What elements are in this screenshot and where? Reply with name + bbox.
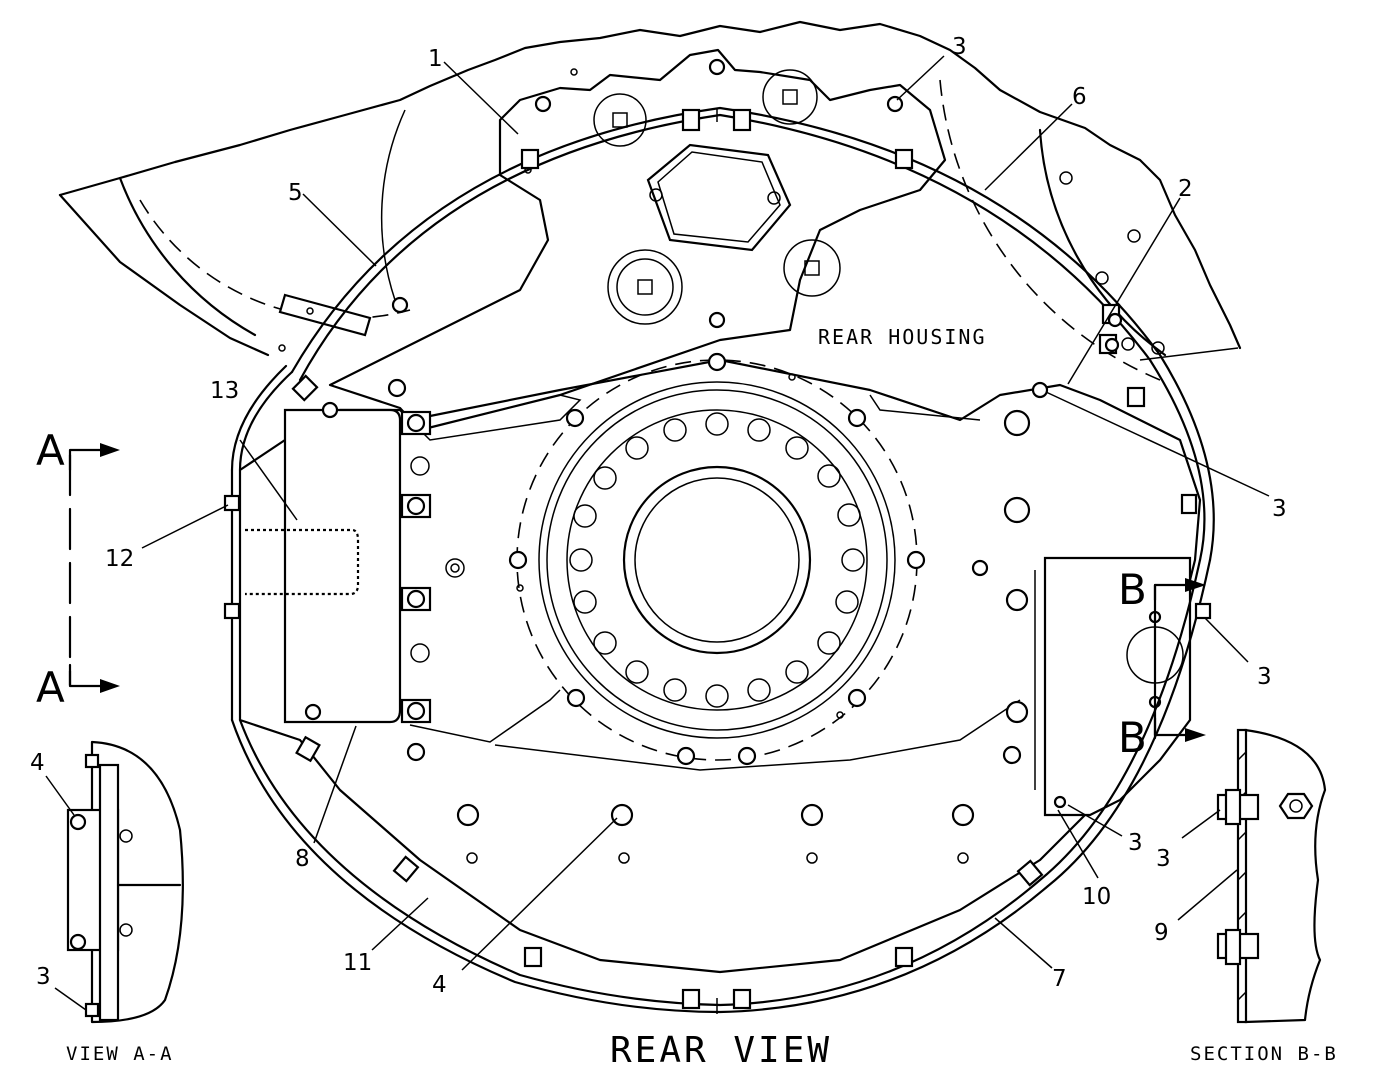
flywheel-housing-plate bbox=[238, 358, 1202, 974]
band-clips bbox=[223, 108, 1212, 1010]
mounting-bolts bbox=[387, 352, 1049, 864]
callout-labels: 1 3 6 2 5 13 3 12 3 8 3 10 11 4 7 3 9 4 … bbox=[30, 34, 1338, 1071]
bolt-ring bbox=[569, 412, 865, 708]
section-a-bottom-letter: A bbox=[36, 663, 65, 712]
callout-7: 7 bbox=[1052, 966, 1067, 992]
rear-housing-label: REAR HOUSING bbox=[818, 325, 987, 349]
callout-5: 5 bbox=[288, 180, 303, 206]
section-b-bottom-letter: B bbox=[1118, 713, 1147, 762]
callout-13: 13 bbox=[210, 378, 239, 404]
callout-2: 2 bbox=[1178, 176, 1193, 202]
leader-lines bbox=[45, 55, 1270, 1011]
callout-9: 9 bbox=[1154, 920, 1169, 946]
right-guard-arc bbox=[939, 79, 1167, 381]
left-cover-plate bbox=[245, 401, 432, 724]
section-b-top-letter: B bbox=[1118, 565, 1147, 614]
section-bb-inset bbox=[1216, 728, 1327, 1024]
left-guard-arc bbox=[118, 109, 411, 337]
section-a-marker bbox=[68, 443, 120, 693]
callout-3-section: 3 bbox=[1156, 846, 1171, 872]
callout-11: 11 bbox=[343, 950, 372, 976]
callout-3-top: 3 bbox=[952, 34, 967, 60]
view-aa-label: VIEW A-A bbox=[66, 1043, 174, 1065]
callout-4-view: 4 bbox=[30, 750, 45, 776]
section-b-marker bbox=[1153, 578, 1206, 742]
right-cover-plate bbox=[1034, 493, 1198, 817]
callout-3-view: 3 bbox=[36, 964, 51, 990]
section-bb-label: SECTION B-B bbox=[1190, 1043, 1338, 1065]
callout-3-right-mid: 3 bbox=[1257, 664, 1272, 690]
engine-block-outline bbox=[58, 20, 1242, 361]
callout-3-lower: 3 bbox=[1128, 830, 1143, 856]
callout-3-right-upper: 3 bbox=[1272, 496, 1287, 522]
rear-housing bbox=[328, 48, 947, 432]
callout-1: 1 bbox=[428, 46, 443, 72]
callout-4-bottom: 4 bbox=[432, 972, 447, 998]
callout-6: 6 bbox=[1072, 84, 1087, 110]
callout-12: 12 bbox=[105, 546, 134, 572]
callout-8: 8 bbox=[295, 846, 310, 872]
view-aa-inset bbox=[66, 740, 184, 1024]
callout-10: 10 bbox=[1082, 884, 1111, 910]
section-a-top-letter: A bbox=[36, 426, 65, 475]
rear-view-title: REAR VIEW bbox=[610, 1030, 832, 1071]
left-bracket bbox=[278, 293, 372, 352]
